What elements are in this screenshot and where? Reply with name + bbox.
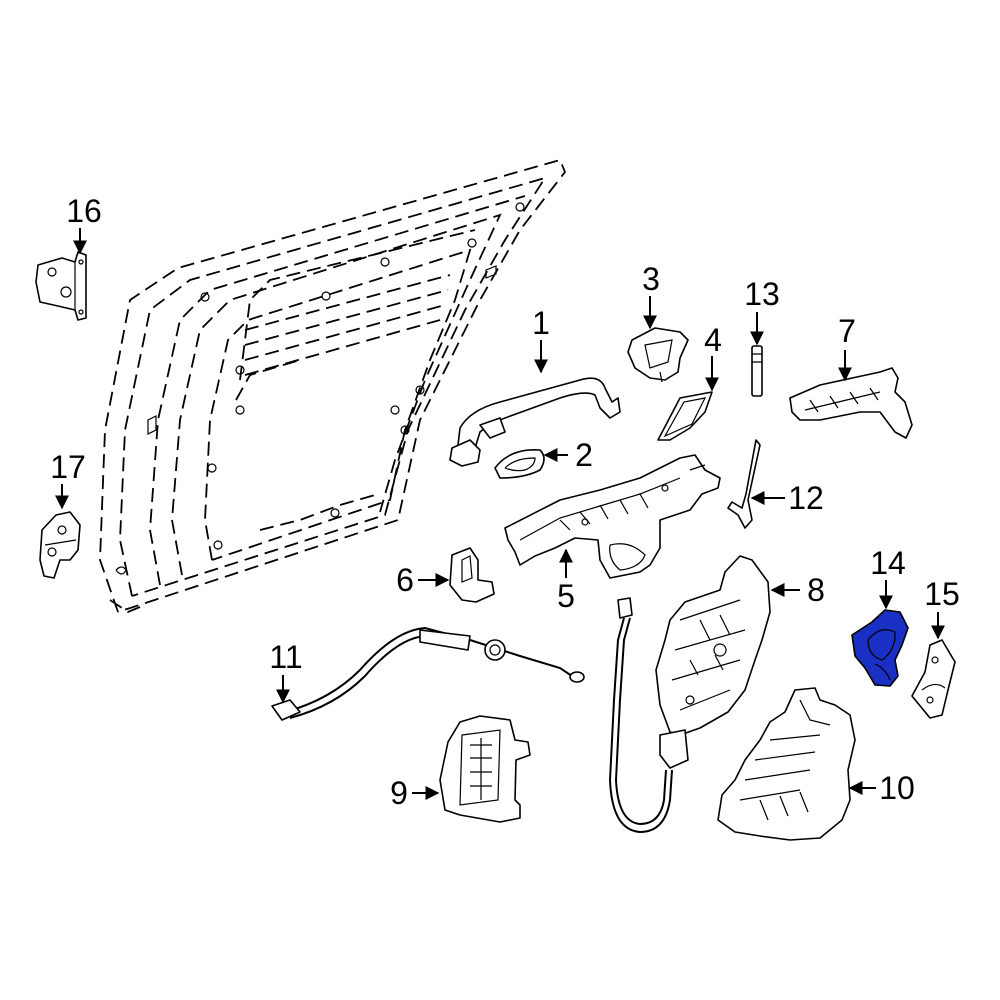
callout-3: 3 — [642, 261, 660, 297]
part-9-control-module — [439, 715, 531, 823]
part-11-release-cable — [271, 626, 585, 721]
callout-7: 7 — [838, 313, 856, 349]
callout-4: 4 — [704, 322, 722, 358]
part-1-outside-handle — [449, 377, 621, 467]
part-6-bracket — [449, 547, 495, 603]
part-16-upper-hinge — [35, 251, 87, 321]
leader-lines — [55, 228, 945, 800]
part-8-latch-assembly — [655, 555, 771, 769]
part-17-lower-hinge — [39, 511, 81, 579]
callout-labels: 16 17 1 2 3 4 5 6 7 8 9 10 11 12 13 14 1… — [50, 193, 960, 811]
callout-9: 9 — [390, 775, 408, 811]
callout-11: 11 — [269, 639, 302, 675]
callout-12: 12 — [788, 480, 824, 516]
part-5-handle-carrier — [504, 454, 721, 579]
callout-10: 10 — [879, 770, 915, 806]
callout-2: 2 — [575, 437, 593, 473]
part-3-handle-cap — [627, 327, 689, 383]
callout-6: 6 — [396, 562, 414, 598]
callout-17: 17 — [50, 449, 86, 485]
part-14-highlighted-bracket — [851, 609, 909, 687]
callout-14: 14 — [870, 545, 906, 581]
latch-cable — [608, 597, 673, 834]
part-7-reinforcement — [789, 367, 913, 439]
callout-5: 5 — [557, 578, 575, 614]
part-13-rod — [751, 345, 763, 397]
callout-15: 15 — [924, 576, 960, 612]
callout-13: 13 — [744, 276, 780, 312]
callout-8: 8 — [807, 572, 825, 608]
part-2-escutcheon — [494, 449, 545, 479]
part-4-gasket — [657, 391, 713, 441]
callout-1: 1 — [532, 305, 550, 341]
part-10-lock-actuator — [717, 687, 856, 841]
part-12-linkage-rod — [727, 439, 761, 529]
door-frame-outline — [99, 158, 567, 614]
part-15-plate — [911, 639, 956, 719]
callout-16: 16 — [66, 193, 102, 229]
